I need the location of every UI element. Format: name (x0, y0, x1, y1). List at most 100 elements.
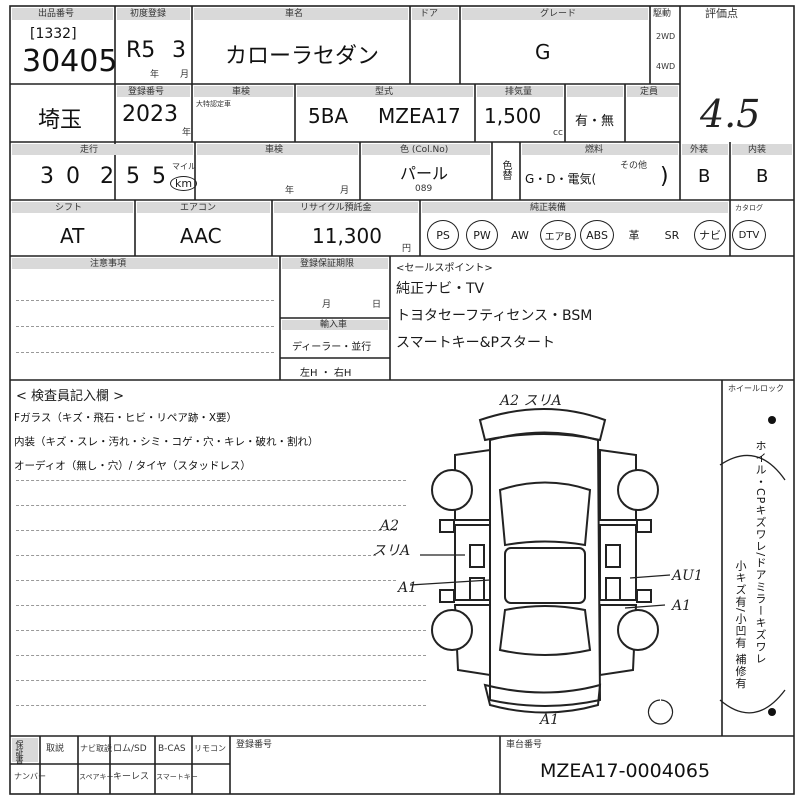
region-value: 埼玉 (38, 108, 83, 133)
car-grade: G (535, 40, 551, 64)
shift-value: AT (60, 224, 85, 248)
mileage-digit: 5 (126, 164, 140, 189)
passengers-label: 定員 (640, 87, 659, 97)
equipment-item-abs: ABS (580, 220, 614, 250)
mileage-digit: 2 (100, 164, 114, 189)
sales-point-line: 純正ナビ・TV (396, 281, 485, 297)
mileage-digit: 0 (66, 164, 80, 189)
damage-mark-left-low: A1 (398, 580, 418, 596)
car-diagram (439, 408, 652, 714)
caution-line (16, 326, 274, 327)
footer-item: B-CAS (158, 744, 186, 754)
inspector-line (16, 680, 426, 681)
sales-point-line: トヨタセーフティセンス・BSM (396, 308, 593, 324)
handle-side: 左H ・ 右H (300, 368, 352, 379)
inspector-line (16, 630, 426, 631)
equipment-item-dtv: DTV (732, 220, 766, 250)
recycle-label: リサイクル預託金 (300, 203, 372, 213)
inspector-line (16, 530, 396, 531)
mileage-digit: 5 (152, 164, 166, 189)
model-prefix: 5BA (308, 104, 349, 128)
footer-item: 取説 (46, 744, 65, 754)
displacement-unit: cc (553, 128, 563, 138)
displacement-value: 1,500 (484, 104, 542, 128)
lot-number: 30405 (22, 44, 118, 79)
region-label: 登録番号 (128, 87, 165, 97)
equipment-item-navi: ナビ (694, 220, 726, 250)
interior-label: 内装 (748, 145, 767, 155)
inspector-line (16, 505, 406, 506)
color-change-label: 色替 (500, 160, 511, 180)
color-name: パール (400, 164, 449, 183)
caution-line (16, 300, 274, 301)
import-label: 輸入車 (320, 320, 348, 330)
footer-item: リモコン (194, 744, 226, 753)
inspector-line (16, 555, 376, 556)
damage-mark-right-upper: AU1 (672, 568, 703, 584)
import-value: ディーラー・並行 (292, 342, 372, 353)
equipment-item-sr: SR (664, 228, 680, 242)
damage-mark-left-upper: A2 (380, 518, 400, 534)
shift-label: シフト (55, 203, 83, 213)
inspection-note: 大特認定車 (196, 100, 231, 108)
equipment-item-airbag: エアB (540, 220, 576, 250)
model-year-unit: 年 (182, 128, 192, 138)
exterior-rating: B (698, 166, 711, 187)
displacement-label: 排気量 (505, 87, 533, 97)
footer-item: スペアキー (79, 773, 114, 781)
registration-title: 登録保証期限 (300, 259, 355, 269)
drive-2wd: 2WD (656, 32, 676, 41)
mileage-unit-mile: マイル (172, 162, 196, 171)
first-reg-month: 3 (172, 38, 186, 63)
legend-vertical-right: 小キズ有/小凹有 補修有 (734, 560, 747, 690)
model-code: MZEA17 (378, 104, 461, 128)
door-label: ドア (420, 9, 439, 19)
footer-item: ナビ取説 (80, 744, 112, 753)
first-reg-label: 初度登録 (130, 9, 167, 19)
equipment-label: 純正装備 (530, 203, 567, 213)
footer-inspection-number-label: 登録番号 (236, 740, 273, 750)
sales-point-line: スマートキー&Pスタート (396, 335, 555, 351)
fuel-options: G・D・電気( (525, 172, 597, 186)
aircon-value: AAC (180, 224, 222, 248)
footer-item: キーレス (113, 772, 150, 782)
inspector-line (16, 605, 426, 606)
footer-item: ナンバー (14, 772, 46, 781)
inspector-line (16, 705, 426, 706)
footer-chassis-label: 車台番号 (506, 740, 543, 750)
inspector-line-audio: オーディオ（無し・穴）/ タイヤ（スタッドレス） (14, 460, 251, 472)
fuel-other: その他 (620, 161, 648, 171)
lot-label: 出品番号 (38, 9, 75, 19)
fuel-label: 燃料 (585, 145, 604, 155)
equipment-item-aw: AW (511, 228, 529, 242)
model-label: 型式 (375, 87, 394, 97)
score-label: 評価点 (705, 7, 738, 20)
sales-points-title: <セールスポイント> (396, 263, 493, 274)
interior-rating: B (756, 166, 769, 187)
score-value: 4.5 (700, 92, 761, 136)
inspector-line (16, 655, 426, 656)
recycle-value: 11,300 (312, 224, 382, 248)
model-year: 2023 (122, 102, 178, 127)
footer-warranty-label: 保証書 (15, 740, 24, 764)
wheel-lock-label: ホイールロック (728, 384, 784, 393)
inspector-line-glass: Fガラス（キズ・飛石・ヒビ・リペア跡・X要） (14, 412, 238, 424)
fuel-close: ) (660, 164, 669, 189)
damage-mark-left-mid: スリA (372, 543, 411, 559)
exterior-label: 外装 (690, 145, 709, 155)
equipment-item-ps: PS (427, 220, 459, 250)
damage-mark-right-low: A1 (672, 598, 692, 614)
color-code: 089 (415, 184, 433, 194)
recycle-unit: 円 (402, 244, 412, 254)
aircon-label: エアコン (180, 203, 217, 213)
vehicle-check-label: 車検 (265, 145, 284, 155)
vehicle-check-year: 年 (285, 186, 295, 196)
chassis-number: MZEA17-0004065 (540, 760, 711, 782)
damage-mark-bottom: A1 (540, 712, 560, 728)
footer-item: スマートキー (156, 773, 198, 781)
car-name: カローラセダン (225, 44, 380, 69)
color-label: 色 (Col.No) (400, 145, 449, 155)
catalog-label: カタログ (735, 204, 763, 212)
